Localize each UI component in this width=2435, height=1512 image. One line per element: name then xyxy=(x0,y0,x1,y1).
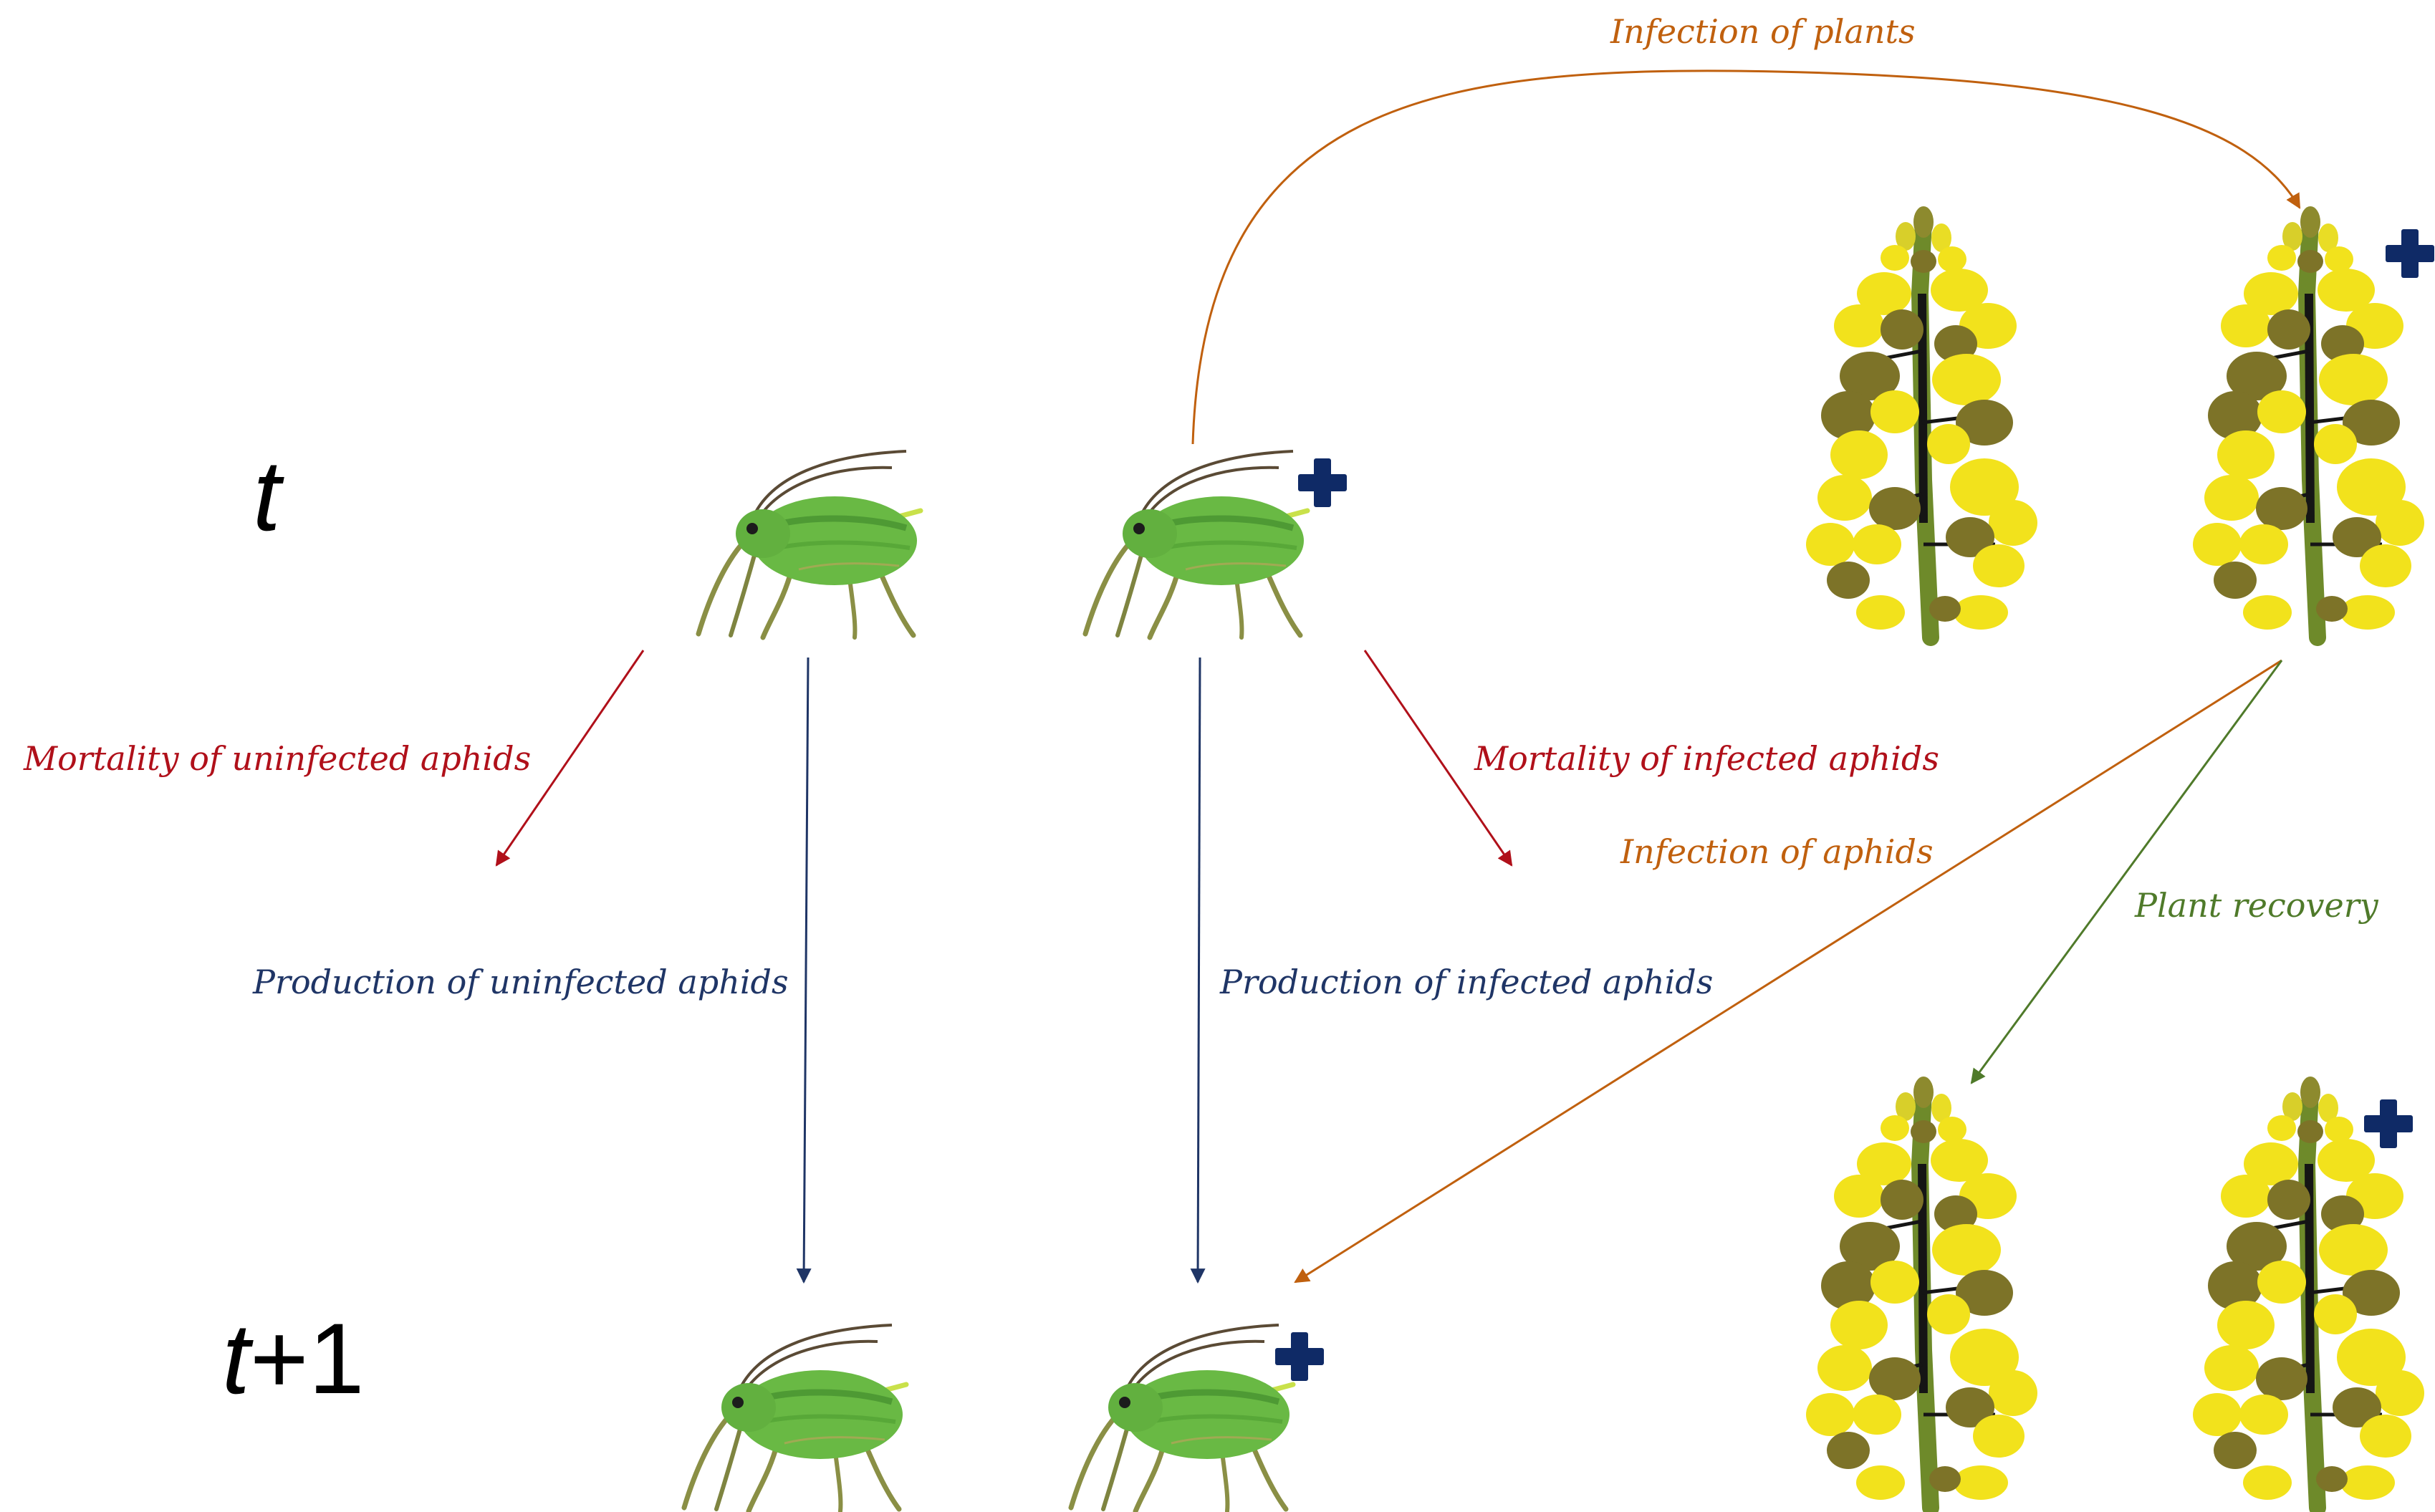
plus-plant-infected-t1 xyxy=(2364,1099,2413,1148)
arrow-plant-recovery xyxy=(1970,660,2283,1084)
time-label-t: t xyxy=(253,439,284,552)
label-mortality-infected: Mortality of infected aphids xyxy=(1474,739,1939,778)
plus-plant-infected-t xyxy=(2386,229,2434,278)
label-infection-of-aphids: Infection of aphids xyxy=(1620,832,1934,871)
time-label-t-plus-1-var: t xyxy=(222,1302,254,1415)
aphid-infected-t xyxy=(1085,451,1307,637)
plus-aphid-infected-t xyxy=(1298,458,1347,507)
arrow-mortality-infected xyxy=(1363,650,1513,867)
aphid-uninfected-t1 xyxy=(684,1325,906,1511)
aphid-infected-t1 xyxy=(1071,1325,1293,1511)
plant-uninfected-t xyxy=(1806,206,2037,637)
arrow-production-infected xyxy=(1190,657,1206,1284)
label-plant-recovery: Plant recovery xyxy=(2134,886,2379,925)
arrow-infection-of-aphids xyxy=(1294,659,2282,1284)
time-label-t-plus-1-op: +1 xyxy=(250,1302,365,1415)
aphid-uninfected-t xyxy=(698,451,921,637)
label-production-infected: Production of infected aphids xyxy=(1219,963,1713,1001)
arrow-mortality-uninfected xyxy=(495,650,645,867)
arrow-infection-of-plants xyxy=(1191,69,2301,445)
arrow-production-uninfected xyxy=(796,657,812,1284)
label-mortality-uninfected: Mortality of uninfected aphids xyxy=(23,739,531,778)
plant-uninfected-t1 xyxy=(1806,1077,2037,1508)
label-infection-of-plants: Infection of plants xyxy=(1610,12,1916,51)
plus-aphid-infected-t1 xyxy=(1275,1332,1324,1381)
label-production-uninfected: Production of uninfected aphids xyxy=(252,963,789,1001)
plant-infected-t xyxy=(2193,206,2424,637)
time-label-t-plus-1: t+1 xyxy=(222,1302,365,1415)
